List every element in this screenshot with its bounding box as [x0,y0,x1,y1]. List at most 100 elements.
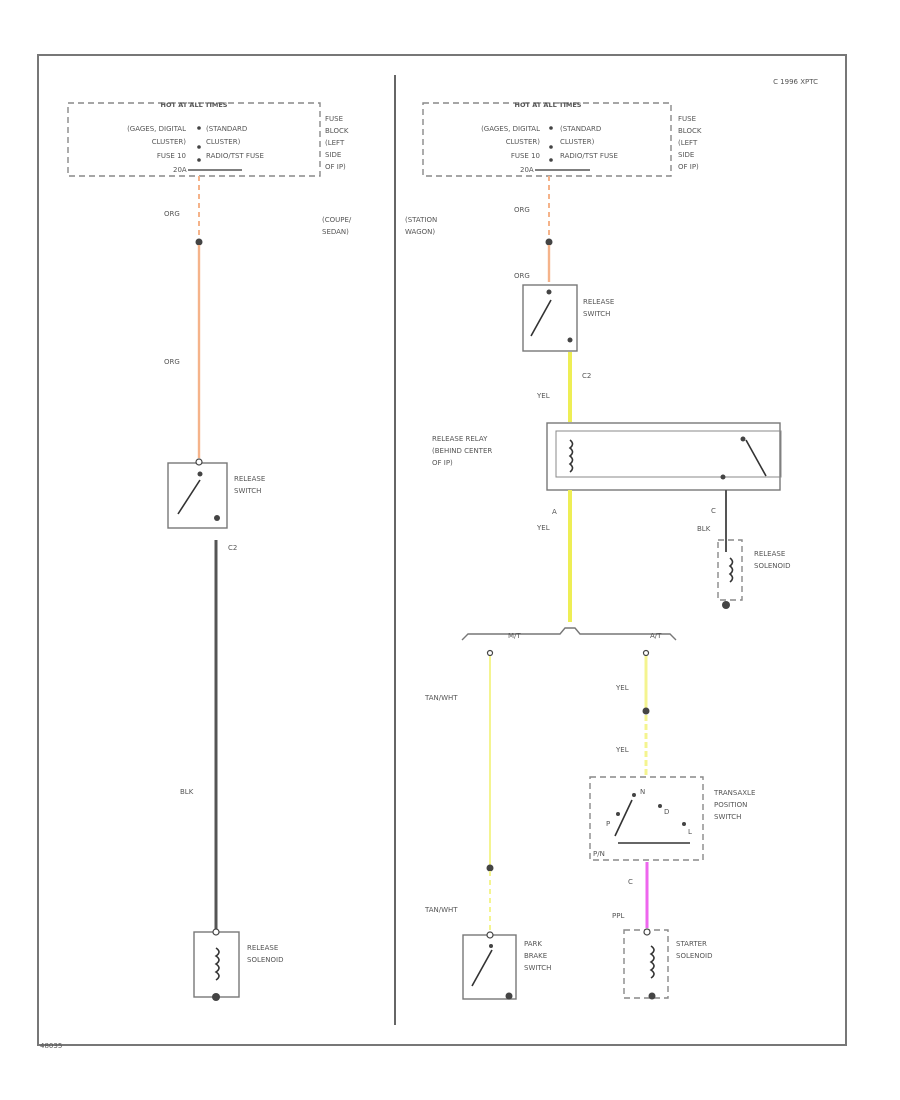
left-circuit: HOT AT ALL TIMES (GAGES, DIGITAL CLUSTER… [67,101,352,1001]
left-switch-contact-2 [214,515,220,521]
right-trans-pin-p: P [606,820,610,828]
left-fuse-dot-1 [197,126,201,130]
right-fuse-mid-1: (STANDARD [560,125,601,133]
right-branch-at: A/T [650,632,662,640]
left-switch-blade [177,479,201,515]
left-fuse-dot-3 [197,158,201,162]
right-starter-coil [649,945,655,979]
right-relay-pin-c: C [711,507,716,515]
right-starter-ground [648,992,656,1000]
right-park-blade [471,949,493,987]
right-fuse-mid-2: CLUSTER) [560,138,595,146]
right-connector-c2: C2 [582,372,591,380]
right-trans-pin-d-dot [658,804,662,808]
right-trans-pin-n-dot [632,793,636,797]
right-starter-solenoid [623,929,669,999]
right-wire-org-2: ORG [514,272,530,280]
left-switch-term-top [195,458,203,466]
left-solenoid-label-1: RELEASE [247,944,278,952]
right-fuse-left-3: FUSE 10 [511,152,540,160]
right-org-splice [545,238,553,246]
right-switch-label-2: SWITCH [583,310,610,318]
left-solenoid-coil [214,947,220,981]
right-wire-yel-3: YEL [615,684,629,692]
right-wire-tanwht-1: TAN/WHT [424,694,458,702]
right-starter-label-1: STARTER [676,940,707,948]
right-solenoid-coil [728,557,734,583]
right-fuse-block-4: SIDE [678,151,694,159]
left-fuse-block-3: (LEFT [325,139,345,147]
right-park-brake-switch [462,934,517,1000]
right-relay-contact-2 [720,474,726,480]
right-park-label-1: PARK [524,940,542,948]
right-solenoid-ground [722,601,730,609]
left-fuse-block-2: BLOCK [325,127,349,135]
right-variant-1: (STATION [405,216,437,224]
right-park-ground [505,992,513,1000]
right-solenoid-label-2: SOLENOID [754,562,790,570]
right-switch-contact-1 [546,289,552,295]
right-relay-label-3: OF IP) [432,459,453,467]
diagram-frame [37,54,847,1046]
right-wire-blk: BLK [697,525,711,533]
left-wire-org-1: ORG [164,210,180,218]
right-wire-org-1: ORG [514,206,530,214]
right-variant-2: WAGON) [405,228,435,236]
left-solenoid-label-2: SOLENOID [247,956,283,964]
right-trans-pin-n: N [640,788,645,796]
right-release-relay [546,422,781,491]
right-tanwht-splice [486,864,494,872]
left-org-splice [195,238,203,246]
figure-code: 48035 [40,1042,62,1050]
left-fuse-block-5: OF IP) [325,163,346,171]
left-fuse-bottom: 20A [173,166,187,174]
right-trans-pin-l-dot [682,822,686,826]
right-switch-contact-2 [567,337,573,343]
left-variant-2: SEDAN) [322,228,349,236]
right-fuse-left-1: (GAGES, DIGITAL [481,125,540,133]
right-wire-ppl: PPL [612,912,624,920]
right-fuse-block-5: OF IP) [678,163,699,171]
left-switch-label-1: RELEASE [234,475,265,483]
right-fuse-left-2: CLUSTER) [506,138,541,146]
right-switch-blade [530,299,552,337]
right-release-solenoid [717,539,743,601]
right-starter-label-2: SOLENOID [676,952,712,960]
left-wire-org-2: ORG [164,358,180,366]
right-trans-label-2: POSITION [714,801,747,809]
right-fuse-mid-3: RADIO/TST FUSE [560,152,618,160]
left-fuse-dot-2 [197,145,201,149]
right-fuse-box [422,102,672,177]
right-solenoid-label-1: RELEASE [754,550,785,558]
right-trans-blade [614,799,633,837]
left-fuse-mid-1: (STANDARD [206,125,247,133]
right-trans-pin-c: C [628,878,633,886]
right-relay-label-1: RELEASE RELAY [432,435,488,443]
right-starter-term-top [643,928,651,936]
left-fuse-box [67,102,321,177]
right-fuse-bottom: 20A [520,166,534,174]
right-relay-contact-1 [740,436,746,442]
left-fuse-block-4: SIDE [325,151,341,159]
right-fuse-dot-3 [549,158,553,162]
right-park-term-top [486,931,494,939]
right-relay-blade [745,439,767,477]
right-park-contact [489,944,493,948]
right-wire-yel-4: YEL [615,746,629,754]
left-fuse-left-2: CLUSTER) [152,138,187,146]
left-fuse-header: HOT AT ALL TIMES [161,101,228,109]
right-wire-tanwht-2: TAN/WHT [424,906,458,914]
right-relay-pin-a: A [552,508,557,516]
right-trans-pin-l: L [688,828,692,836]
right-wire-yel-1: YEL [536,392,550,400]
right-branch-mt: M/T [508,632,521,640]
right-fuse-block-2: BLOCK [678,127,702,135]
right-trans-pin-pn: P/N [593,850,605,858]
left-fuse-left-3: FUSE 10 [157,152,186,160]
right-fuse-block-1: FUSE [678,115,696,123]
left-solenoid-term-top [212,928,220,936]
left-fuse-block-1: FUSE [325,115,343,123]
right-trans-pin-p-dot [616,812,620,816]
left-solenoid-ground [212,993,220,1001]
